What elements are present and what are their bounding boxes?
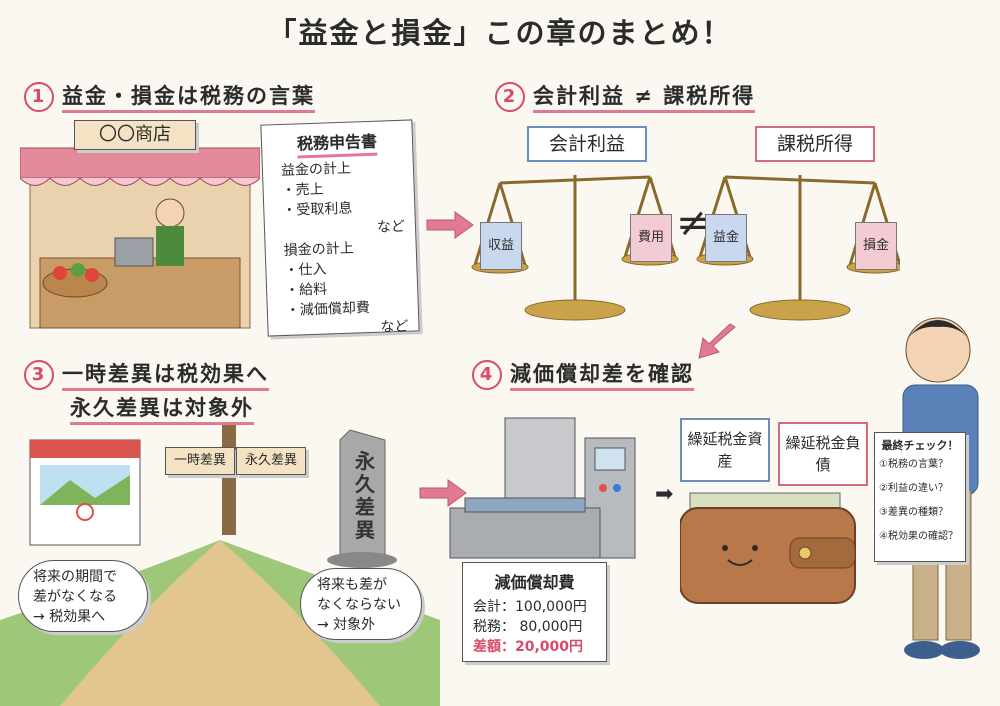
checklist-item: ①税務の言葉？ (879, 459, 948, 470)
doc-line: など (380, 318, 409, 336)
section3-title-line2: 永久差異は対象外 (70, 396, 254, 425)
weight-expense: 費用 (630, 214, 672, 262)
doc-line: など (376, 218, 406, 236)
arrow-right-icon (419, 479, 467, 507)
weight-taxable-revenue: 益金 (705, 214, 747, 262)
machine-illustration (449, 417, 636, 559)
section3-number: 3 (24, 360, 54, 390)
page-title: 「益金と損金」この章のまとめ！ (267, 16, 733, 50)
stone-monument-text: 永久差異 (355, 449, 375, 542)
bubble-line: 将来も差が (317, 577, 387, 593)
depreciation-card: 減価償却費 会計：100,000円 税務： 80,000円 差額：20,000円 (462, 562, 607, 662)
checklist-item: ②利益の違い？ (879, 483, 948, 494)
shop-illustration (19, 118, 261, 333)
arrow-down-left-icon (698, 323, 736, 359)
section2-title: 会計利益 ≠ 課税所得 (533, 84, 756, 113)
wallet-icon (680, 492, 856, 604)
tax-return-document: 税務申告書 益金の計上 ・売上 ・受取利息 など 損金の計上 ・仕入 ・給料 ・… (260, 119, 420, 337)
bubble-line: なくならない (317, 597, 401, 613)
card-line: 会計：100,000円 (473, 599, 587, 615)
section3-title-line1: 一時差異は税効果へ (62, 362, 269, 391)
checklist-item: ④税効果の確認？ (879, 531, 958, 542)
section1-number: 1 (24, 82, 54, 112)
tax-return-title: 税務申告書 (296, 131, 378, 159)
section4-number: 4 (472, 360, 502, 390)
depreciation-difference: 差額：20,000円 (473, 639, 584, 655)
arrow-to-wallet-icon: ➡ (655, 482, 674, 507)
final-checklist: 最終チェック！ ①税務の言葉？ ②利益の違い？ ③差異の種類？ ④税効果の確認？ (874, 432, 966, 562)
checklist-item: ③差異の種類？ (879, 507, 948, 518)
section2-heading: 2 会計利益 ≠ 課税所得 (495, 80, 756, 113)
section4-heading: 4 減価償却差を確認 (472, 358, 694, 391)
bubble-line: → 税効果へ (33, 609, 106, 625)
temporary-difference-bubble: 将来の期間で 差がなくなる → 税効果へ (18, 560, 148, 632)
section3-heading: 3 一時差異は税効果へ (24, 358, 269, 391)
section1-heading: 1 益金・損金は税務の言葉 (24, 80, 315, 113)
section3-subheading: 永久差異は対象外 (70, 392, 254, 425)
weight-revenue: 収益 (480, 222, 522, 270)
section1-title: 益金・損金は税務の言葉 (62, 84, 315, 113)
weight-deductible-expense: 損金 (855, 222, 897, 270)
bubble-line: → 対象外 (317, 617, 376, 633)
accounting-profit-label: 会計利益 (527, 126, 647, 162)
depreciation-card-title: 減価償却費 (494, 573, 575, 592)
card-line: 税務： 80,000円 (473, 619, 583, 635)
permanent-difference-bubble: 将来も差が なくならない → 対象外 (300, 568, 422, 640)
section4-title: 減価償却差を確認 (510, 362, 694, 391)
taxable-income-label: 課税所得 (755, 126, 875, 162)
bubble-line: 差がなくなる (33, 589, 117, 605)
bubble-line: 将来の期間で (33, 569, 117, 585)
checklist-title: 最終チェック！ (881, 439, 959, 452)
shop-sign: 〇〇商店 (74, 120, 196, 150)
arrow-right-icon (426, 211, 474, 239)
section2-number: 2 (495, 82, 525, 112)
signpost-right: 永久差異 (236, 447, 306, 475)
signpost-left: 一時差異 (165, 447, 235, 475)
shop-drawing (19, 147, 261, 329)
deferred-tax-asset: 繰延税金資産 (680, 418, 770, 482)
not-equal-sign: ≠ (676, 200, 710, 246)
deferred-tax-liability: 繰延税金負債 (778, 422, 868, 486)
